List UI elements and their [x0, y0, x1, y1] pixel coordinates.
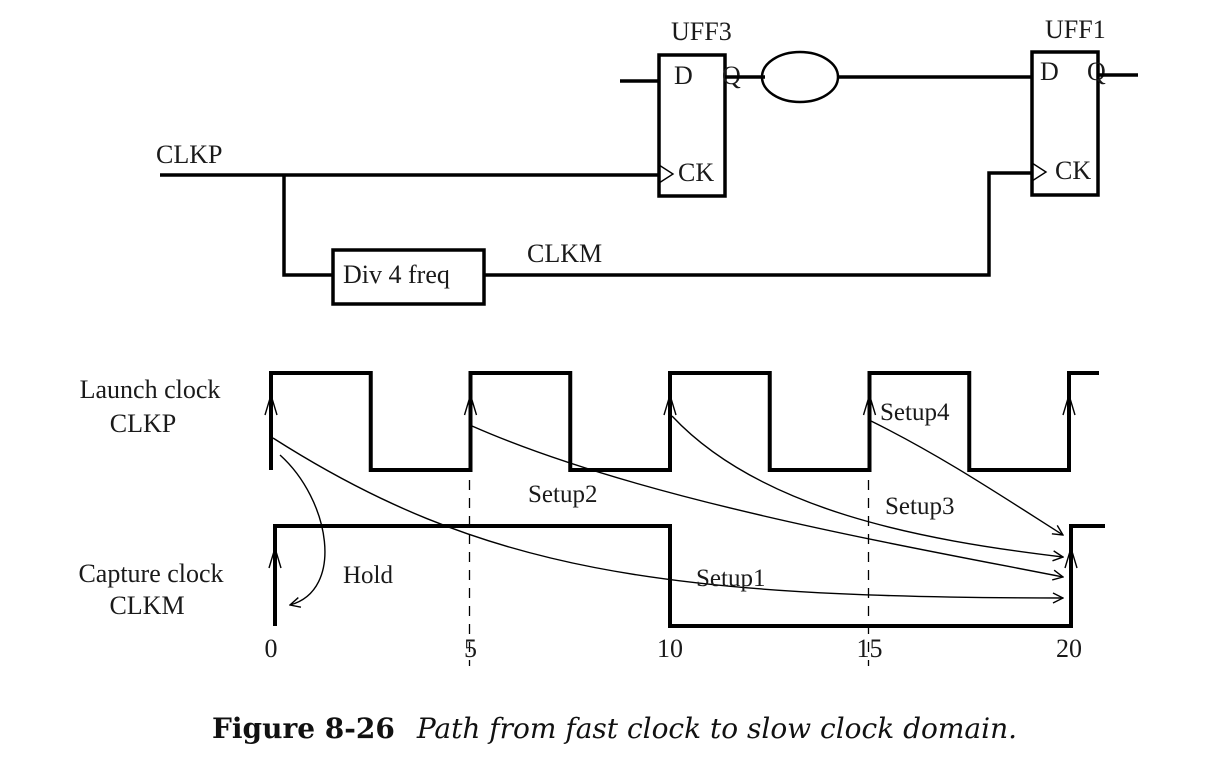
- launch-clock-label-line1: Launch clock: [80, 375, 221, 404]
- figure-number: Figure 8-26: [212, 712, 395, 745]
- setup3-timing-path: [671, 415, 1063, 557]
- diagram-canvas: UFF3 D Q CK UFF1 D Q CK CLKP Div 4 freq …: [78, 15, 1138, 666]
- clock-triangle-icon: [1031, 162, 1048, 182]
- time-tick-label: 20: [1056, 634, 1082, 663]
- combinational-logic-cloud: [760, 50, 840, 104]
- flop-uff1-ck-pin: CK: [1055, 156, 1091, 185]
- rising-edge-arrow-icon: [1064, 545, 1078, 569]
- setup3-path-label: Setup3: [885, 493, 954, 520]
- figure-caption-text: Path from fast clock to slow clock domai…: [416, 712, 1017, 745]
- divider-label: Div 4 freq: [343, 260, 450, 289]
- hold-timing-path: [279, 454, 326, 605]
- flop-uff1-box: [1030, 50, 1100, 197]
- launch-clock-waveform: [269, 371, 1099, 472]
- setup4-timing-path: [870, 420, 1063, 535]
- setup2-timing-path: [471, 425, 1063, 577]
- capture-clock-label-line1: Capture clock: [78, 559, 223, 588]
- figure-caption: Figure 8-26 Path from fast clock to slow …: [0, 712, 1229, 745]
- clkm-wire: [484, 171, 1032, 277]
- rising-edge-arrow-icon: [862, 392, 877, 416]
- flop-uff3-d-pin: D: [674, 61, 693, 90]
- flop-uff3-name: UFF3: [671, 17, 732, 46]
- time-tick-label: 15: [857, 634, 883, 663]
- flop-uff1-q-pin: Q: [1087, 57, 1106, 86]
- timing-diagram: Launch clock CLKP Capture clock CLKM Hol…: [78, 371, 1105, 666]
- clkp-branch-wire: [282, 175, 333, 277]
- flop-uff3-box: [657, 53, 727, 198]
- flop-uff1: UFF1 D Q CK: [1030, 15, 1106, 197]
- flop-uff1-name: UFF1: [1045, 15, 1106, 44]
- capture-clock-waveform: [273, 524, 1105, 628]
- setup4-path-label: Setup4: [880, 399, 950, 426]
- flop-uff3-ck-pin: CK: [678, 158, 714, 187]
- rising-edge-arrow-icon: [663, 392, 677, 416]
- clock-triangle-icon: [658, 164, 675, 184]
- circuit-schematic: UFF3 D Q CK UFF1 D Q CK CLKP Div 4 freq …: [156, 15, 1138, 306]
- time-tick-label: 10: [657, 634, 683, 663]
- flop-uff1-d-pin: D: [1040, 57, 1059, 86]
- time-tick-label: 0: [265, 634, 278, 663]
- time-tick-label: 5: [464, 634, 477, 663]
- rising-edge-arrow-icon: [264, 392, 278, 416]
- rising-edge-arrow-icon: [1062, 392, 1076, 416]
- capture-clock-label-line2: CLKM: [109, 591, 184, 620]
- rising-edge-arrow-icon: [268, 545, 282, 569]
- divider-block: [331, 248, 486, 306]
- hold-path-label: Hold: [343, 562, 394, 589]
- rising-edge-arrow-icon: [463, 392, 478, 416]
- clkp-net-label: CLKP: [156, 140, 222, 169]
- setup1-timing-path: [272, 437, 1063, 598]
- setup1-path-label: Setup1: [696, 565, 765, 592]
- clkm-net-label: CLKM: [527, 239, 602, 268]
- flop-uff3: UFF3 D Q CK: [657, 17, 741, 198]
- setup2-path-label: Setup2: [528, 481, 597, 508]
- launch-clock-label-line2: CLKP: [110, 409, 176, 438]
